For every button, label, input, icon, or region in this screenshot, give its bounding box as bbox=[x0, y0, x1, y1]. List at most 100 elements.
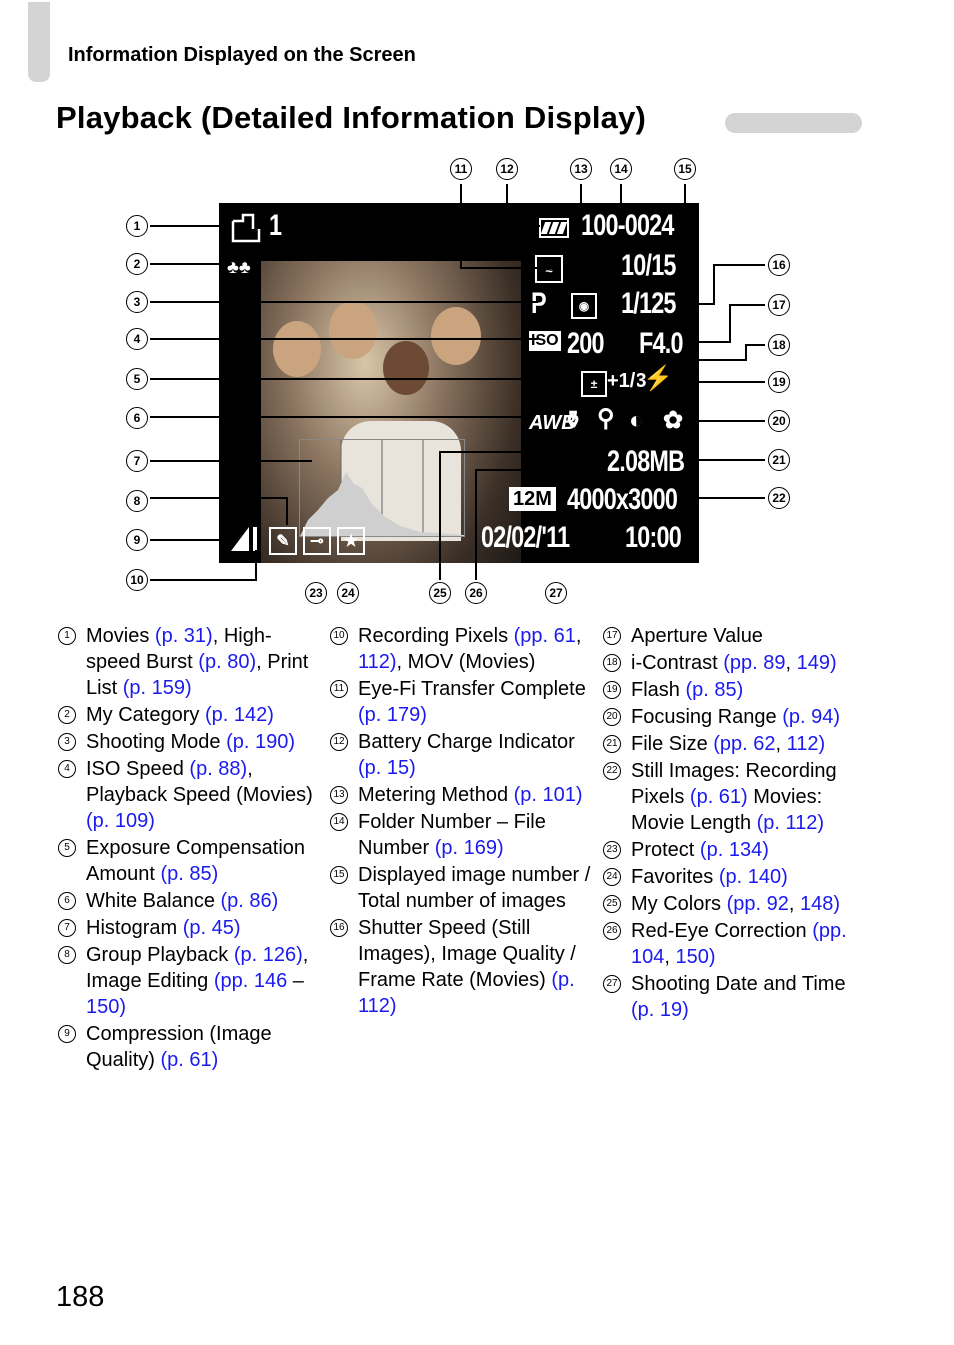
shooting-mode: P bbox=[531, 287, 547, 320]
folder-file-number: 100-0024 bbox=[581, 209, 674, 242]
recording-pixels-icon: 12M bbox=[509, 487, 556, 511]
callout-17: 17 bbox=[768, 294, 790, 316]
page-reference-link[interactable]: (p. 31) bbox=[154, 625, 213, 647]
legend-text: My Category (p. 142) bbox=[86, 702, 320, 728]
page-reference-link[interactable]: 112) bbox=[786, 733, 826, 755]
legend-number: 14 bbox=[330, 813, 348, 831]
page-reference-link[interactable]: 150) bbox=[675, 946, 716, 968]
page-reference-link[interactable]: (p. 85) bbox=[685, 679, 744, 701]
page-reference-link[interactable]: (p. 61) bbox=[689, 786, 748, 808]
legend-text-part: My Colors bbox=[631, 893, 727, 915]
callout-19: 19 bbox=[768, 371, 790, 393]
page-reference-link[interactable]: (p. 19) bbox=[631, 999, 689, 1021]
callout-22: 22 bbox=[768, 487, 790, 509]
callout-24: 24 bbox=[337, 582, 359, 604]
legend-text-part: Metering Method bbox=[358, 784, 514, 806]
histogram bbox=[299, 439, 465, 537]
legend-number: 16 bbox=[330, 919, 348, 937]
flash-icon: ⚡ bbox=[643, 365, 673, 392]
page-reference-link[interactable]: (pp. 146 bbox=[213, 970, 288, 992]
page-reference-link[interactable]: (p. 142) bbox=[204, 704, 274, 726]
battery-icon bbox=[539, 218, 569, 238]
legend-text: Histogram (p. 45) bbox=[86, 915, 320, 941]
page-reference-link[interactable]: 148) bbox=[799, 893, 840, 915]
chapter-tab bbox=[28, 2, 50, 82]
legend-text: Recording Pixels (pp. 61, 112), MOV (Mov… bbox=[358, 623, 592, 675]
legend-text-part: Movies bbox=[86, 625, 155, 647]
page-reference-link[interactable]: (p. 134) bbox=[699, 839, 769, 861]
exposure-comp-value: +1/3 bbox=[607, 370, 647, 392]
callout-15: 15 bbox=[674, 158, 696, 180]
page-reference-link[interactable]: (p. 61) bbox=[160, 1049, 219, 1071]
page-reference-link[interactable]: (p. 112) bbox=[756, 812, 825, 834]
legend-text: Eye-Fi Transfer Complete (p. 179) bbox=[358, 676, 592, 728]
callout-3: 3 bbox=[126, 291, 148, 313]
page-reference-link[interactable]: 149) bbox=[796, 652, 837, 674]
page-reference-link[interactable]: (p. 140) bbox=[718, 866, 788, 888]
legend-item-17: 17 Aperture Value bbox=[603, 623, 865, 649]
legend-text-part: Focusing Range bbox=[631, 706, 783, 728]
legend-text: Compression (Image Quality) (p. 61) bbox=[86, 1021, 320, 1073]
page-reference-link[interactable]: (pp. 104 bbox=[631, 920, 847, 968]
page-reference-link[interactable]: (p. 190) bbox=[226, 731, 296, 753]
page-reference-link[interactable]: 112) bbox=[358, 651, 397, 673]
page-reference-link[interactable]: (p. 88) bbox=[189, 758, 248, 780]
page-reference-link[interactable]: (p. 80) bbox=[198, 651, 257, 673]
camera-screen: 1 ♣♣ 100-0024 ≈ 10/15 P ◉ 1/125 ISO 200 … bbox=[219, 203, 699, 563]
callout-12: 12 bbox=[496, 158, 518, 180]
legend-text: Shooting Date and Time (p. 19) bbox=[631, 971, 865, 1023]
page-reference-link[interactable]: (p. 126) bbox=[233, 944, 303, 966]
page-reference-link[interactable]: (p. 101) bbox=[513, 784, 583, 806]
page-reference-link[interactable]: (pp. 92 bbox=[726, 893, 789, 915]
page-reference-link[interactable]: (p. 85) bbox=[160, 863, 219, 885]
page-reference-link[interactable]: (p. 94) bbox=[782, 706, 841, 728]
callout-11: 11 bbox=[450, 158, 472, 180]
legend-text: Group Playback (p. 126), Image Editing (… bbox=[86, 942, 320, 1020]
callout-5: 5 bbox=[126, 368, 148, 390]
page-reference-link[interactable]: (p. 86) bbox=[220, 890, 279, 912]
page-reference-link[interactable]: (p. 109) bbox=[86, 810, 155, 832]
callout-21: 21 bbox=[768, 449, 790, 471]
shooting-date: 02/02/'11 bbox=[481, 521, 570, 554]
legend-number: 7 bbox=[58, 919, 76, 937]
legend-text: Folder Number – File Number (p. 169) bbox=[358, 809, 592, 861]
page-reference-link[interactable]: (p. 45) bbox=[182, 917, 241, 939]
page-reference-link[interactable]: (p. 169) bbox=[434, 837, 504, 859]
legend-text: Shooting Mode (p. 190) bbox=[86, 729, 320, 755]
legend-text-part: Movies: Movie Length bbox=[631, 786, 823, 834]
legend-text: Metering Method (p. 101) bbox=[358, 782, 592, 808]
legend-text: Shutter Speed (Still Images), Image Qual… bbox=[358, 915, 592, 1019]
legend-text-part: Aperture Value bbox=[631, 625, 763, 647]
legend-number: 1 bbox=[58, 627, 76, 645]
legend-text: Exposure Compensation Amount (p. 85) bbox=[86, 835, 320, 887]
red-eye-icon: ⚲ bbox=[597, 405, 615, 432]
callout-23: 23 bbox=[305, 582, 327, 604]
page-reference-link[interactable]: (p. 112) bbox=[358, 969, 575, 1017]
page-reference-link[interactable]: (p. 15) bbox=[358, 757, 416, 779]
favorites-icon: ★ bbox=[337, 527, 365, 555]
legend-item-7: 7 Histogram (p. 45) bbox=[58, 915, 320, 941]
page-reference-link[interactable]: (pp. 62 bbox=[713, 733, 776, 755]
page-reference-link[interactable]: (pp. 61 bbox=[513, 625, 576, 647]
macro-icon: ✿ bbox=[663, 407, 684, 434]
legend-number: 17 bbox=[603, 627, 621, 645]
callout-8: 8 bbox=[126, 490, 148, 512]
legend-number: 8 bbox=[58, 946, 76, 964]
page-reference-link[interactable]: 150) bbox=[86, 996, 127, 1018]
heading-decoration bbox=[725, 113, 862, 133]
legend-text-part: Protect bbox=[631, 839, 700, 861]
page-reference-link[interactable]: (p. 159) bbox=[122, 677, 192, 699]
legend-number: 9 bbox=[58, 1025, 76, 1043]
page-reference-link[interactable]: (p. 179) bbox=[358, 704, 427, 726]
page-reference-link[interactable]: (pp. 89 bbox=[723, 652, 786, 674]
legend-text-part: Shooting Date and Time bbox=[631, 973, 846, 995]
legend-text: Battery Charge Indicator (p. 15) bbox=[358, 729, 592, 781]
